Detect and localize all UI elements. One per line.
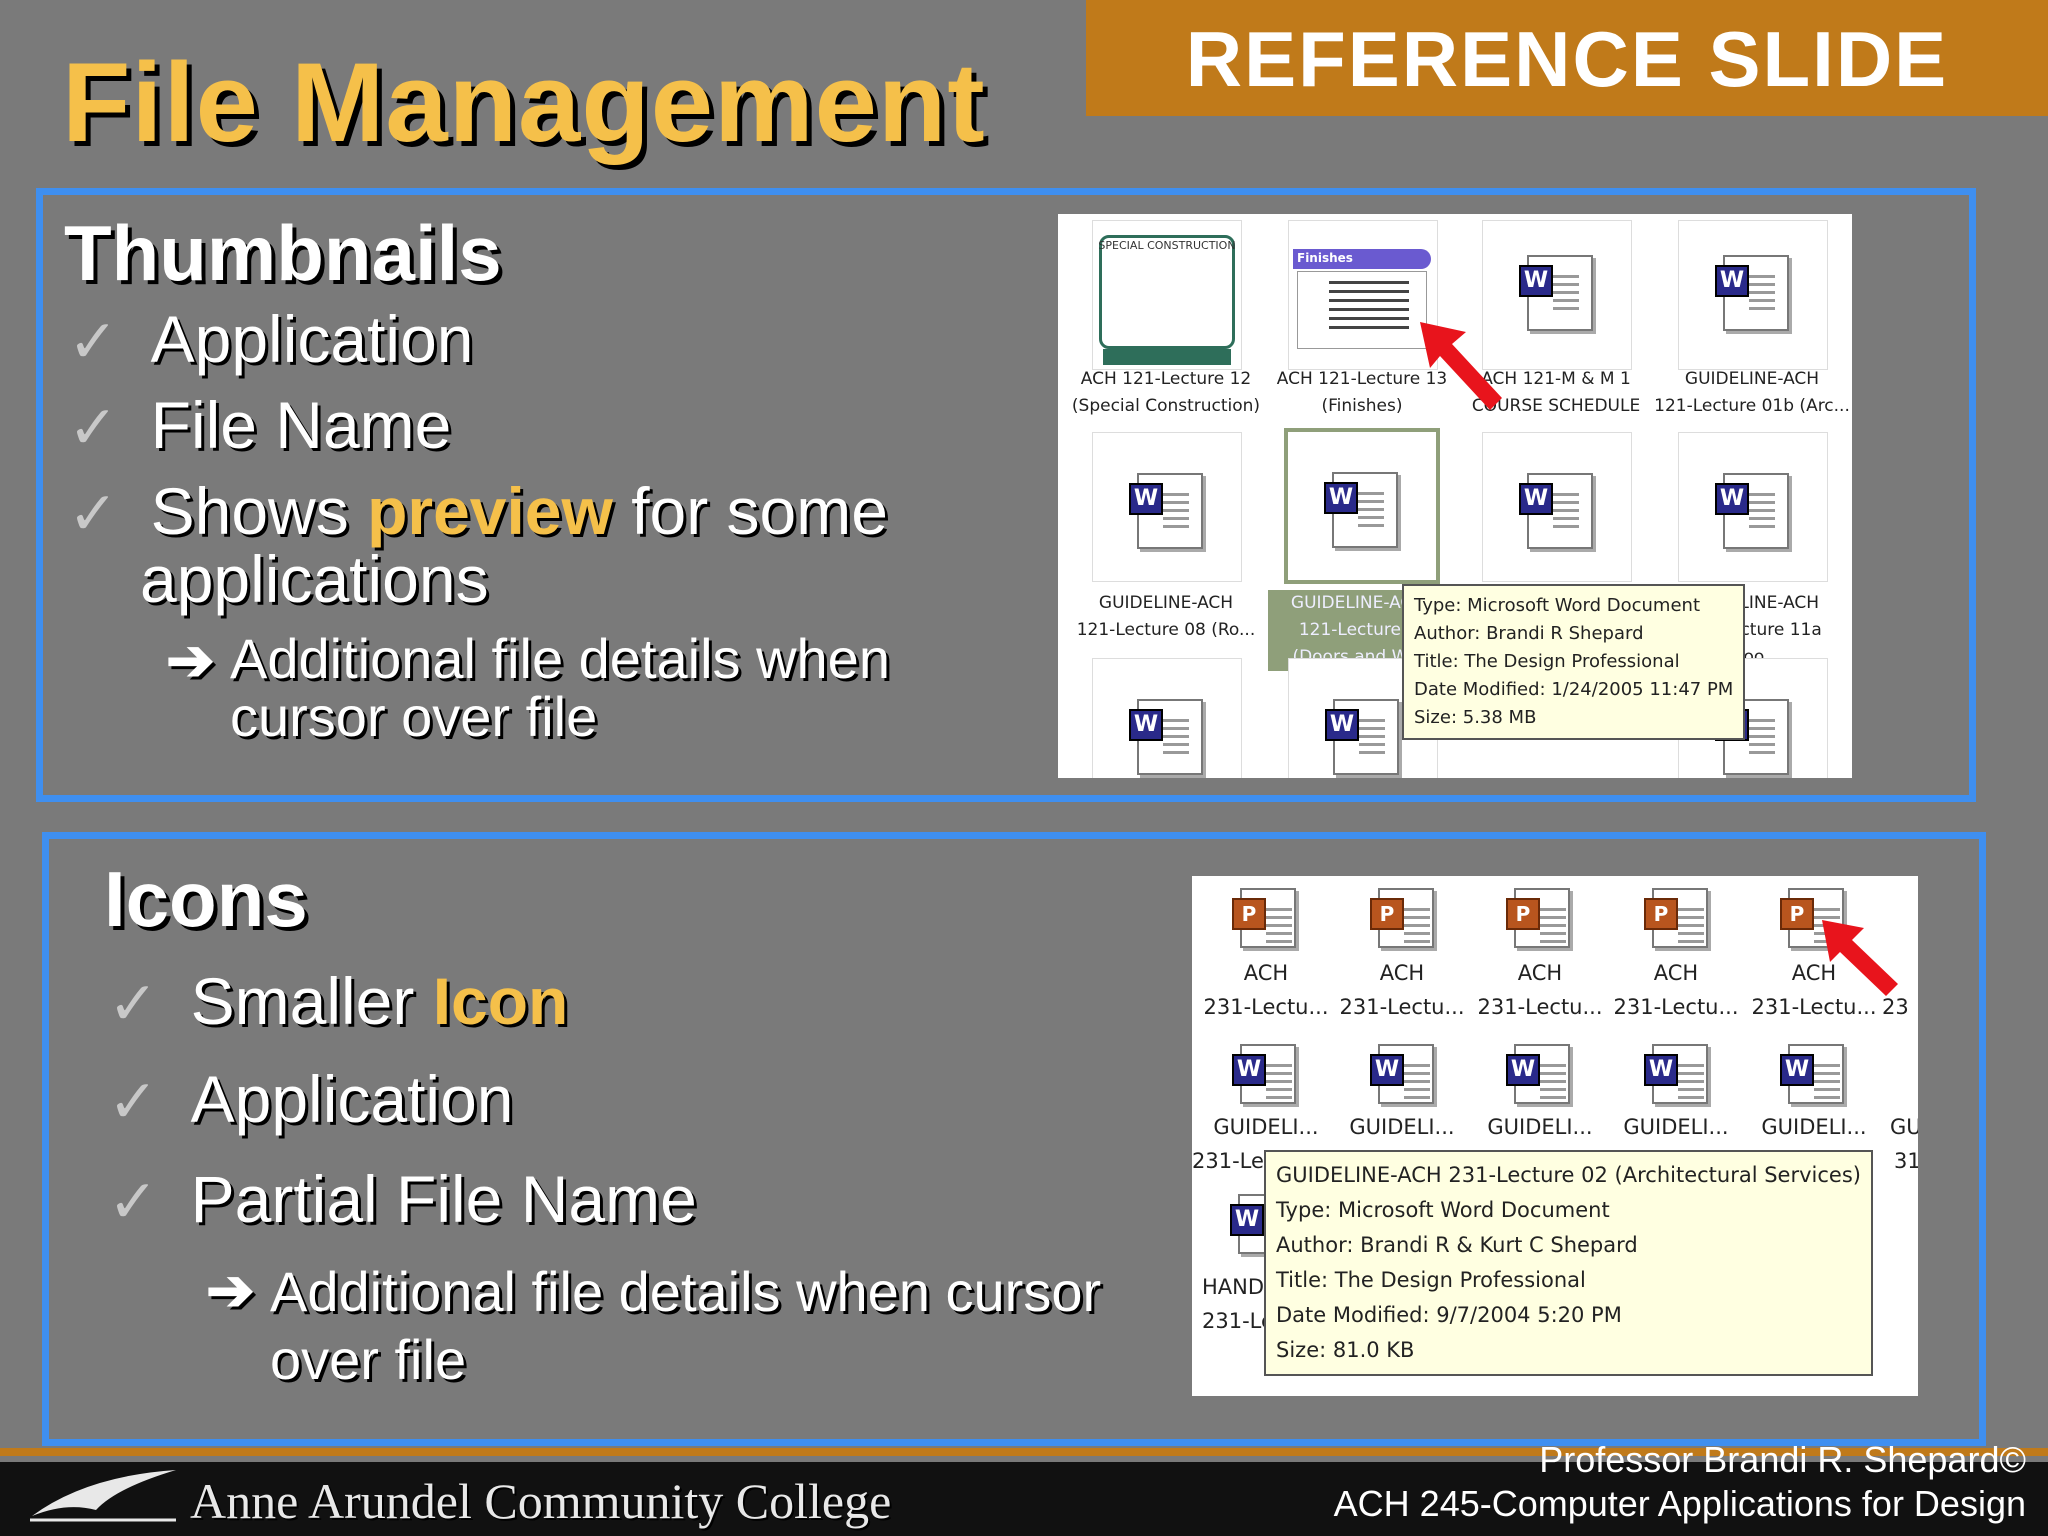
footer-credits: Professor Brandi R. Shepard© ACH 245-Com… [1334, 1438, 2026, 1526]
thumbnail-finishes[interactable]: Finishes [1288, 220, 1438, 370]
college-name: Anne Arundel Community College [190, 1473, 892, 1529]
thumbnails-heading: Thumbnails [64, 209, 502, 297]
file-caption-partial: 23 [1882, 995, 1909, 1019]
thumbnail-guideline-08[interactable]: W [1092, 432, 1242, 582]
red-arrow-icon [1420, 322, 1502, 410]
thumbnail-guideline-01b[interactable]: W [1678, 220, 1828, 370]
file-caption-partial: GU [1890, 1115, 1918, 1139]
file-caption-partial: 231-Le [1192, 1149, 1264, 1173]
bullet-file-name: ✓ File Name [68, 388, 452, 462]
check-icon: ✓ [68, 394, 119, 461]
file-details-tooltip: GUIDELINE-ACH 231-Lecture 02 (Architectu… [1264, 1150, 1873, 1376]
thumbnail[interactable]: W [1092, 658, 1242, 778]
footer-accent-line [0, 1448, 2048, 1456]
thumbnail-special-construction[interactable]: SPECIAL CONSTRUCTION [1092, 220, 1242, 370]
icons-heading: Icons [104, 855, 308, 943]
thumbnails-subpoint: Additional file details when cursor over… [230, 627, 890, 748]
file-caption-partial: 31 [1894, 1149, 1918, 1173]
file-caption[interactable]: ACH 121-Lecture 12(Special Construction) [1071, 369, 1261, 416]
file-caption[interactable]: GUIDELI... [1761, 1115, 1867, 1139]
powerpoint-file-icon[interactable]: P [1506, 888, 1570, 948]
file-caption[interactable]: GUIDELI... [1349, 1115, 1455, 1139]
bullet-partial-file-name: ✓ Partial File Name [108, 1162, 697, 1236]
bullet-application: ✓ Application [68, 302, 474, 376]
file-details-tooltip: Type: Microsoft Word Document Author: Br… [1402, 584, 1746, 740]
powerpoint-file-icon[interactable]: P [1644, 888, 1708, 948]
reference-banner [1086, 0, 2048, 116]
file-caption[interactable]: GUIDELI... [1623, 1115, 1729, 1139]
icons-panel [42, 832, 1986, 1446]
check-icon: ✓ [108, 970, 159, 1037]
check-icon: ✓ [68, 308, 119, 375]
thumbnails-panel [36, 188, 1976, 802]
bullet-smaller-icon: ✓ Smaller Icon [108, 964, 569, 1038]
check-icon: ✓ [108, 1168, 159, 1235]
slide-title: File Management [62, 40, 986, 165]
word-file-icon[interactable]: W [1644, 1044, 1708, 1104]
arrow-right-icon: ➔ [166, 628, 215, 693]
bullet-application: ✓ Application [108, 1062, 514, 1136]
thumbnails-screenshot: SPECIAL CONSTRUCTION Finishes W W ACH 12… [1058, 214, 1852, 778]
check-icon: ✓ [68, 480, 119, 547]
icons-subpoint: Additional file details when cursor over… [270, 1260, 1102, 1391]
footer-bar [0, 1462, 2048, 1536]
bullet-preview: ✓ Shows preview for some [68, 474, 888, 548]
word-file-icon[interactable]: W [1780, 1044, 1844, 1104]
file-caption[interactable]: GUIDELI... [1213, 1115, 1319, 1139]
powerpoint-file-icon[interactable]: P [1370, 888, 1434, 948]
thumbnail-guideline[interactable]: W [1482, 432, 1632, 582]
bullet-preview-line2: applications [140, 542, 489, 616]
thumbnail-course-schedule[interactable]: W [1482, 220, 1632, 370]
college-logo-icon [26, 1466, 182, 1524]
professor-name: Professor Brandi R. Shepard© [1539, 1439, 2026, 1480]
word-file-icon[interactable]: W [1232, 1044, 1296, 1104]
course-name: ACH 245-Computer Applications for Design [1333, 1483, 2026, 1524]
arrow-right-icon: ➔ [206, 1258, 255, 1323]
word-file-icon[interactable]: W [1370, 1044, 1434, 1104]
thumbnail-guideline-selected[interactable]: W [1284, 428, 1440, 584]
check-icon: ✓ [108, 1068, 159, 1135]
reference-banner-text: REFERENCE SLIDE [1185, 15, 1949, 103]
red-arrow-icon [1822, 920, 1898, 996]
file-caption[interactable]: ACH 121-Lecture 13(Finishes) [1276, 369, 1448, 416]
powerpoint-file-icon[interactable]: P [1232, 888, 1296, 948]
file-caption[interactable]: GUIDELI... [1487, 1115, 1593, 1139]
word-file-icon[interactable]: W [1506, 1044, 1570, 1104]
thumbnail-guideline-11a[interactable]: W [1678, 432, 1828, 582]
